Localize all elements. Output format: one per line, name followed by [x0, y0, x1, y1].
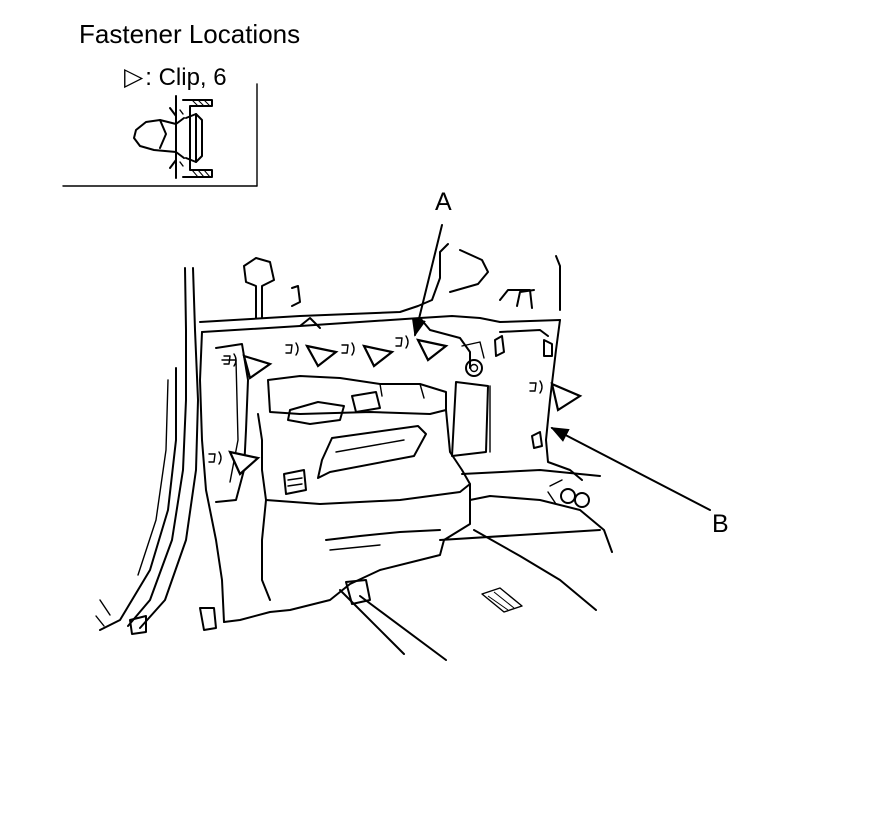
clip-marker-6-icon: [228, 450, 261, 476]
callout-a-label: A: [435, 188, 452, 216]
clip-marker-3-icon: [361, 344, 395, 368]
clip-section-sketch: [133, 95, 213, 179]
clip-marker-2-icon: [304, 344, 339, 368]
clip-marker-1-icon: [242, 354, 273, 380]
legend-text: : Clip, 6: [145, 64, 227, 91]
diagram-title: Fastener Locations: [79, 19, 301, 49]
clip-marker-5-icon: [550, 382, 583, 412]
legend-label: ▷: Clip, 6: [124, 61, 227, 94]
clip-marker-4-icon: [415, 338, 449, 362]
clip-squiggle-marks: [208, 335, 543, 465]
quarter-trim-panel: [129, 315, 583, 635]
clip-triangle-icon: ▷: [124, 63, 144, 91]
cargo-floor: [95, 469, 613, 661]
callout-b-label: B: [712, 510, 729, 538]
legend-frame: [62, 83, 258, 187]
body-structure: [99, 243, 561, 631]
leader-line-a: [411, 224, 443, 337]
leader-line-b: [550, 427, 711, 511]
